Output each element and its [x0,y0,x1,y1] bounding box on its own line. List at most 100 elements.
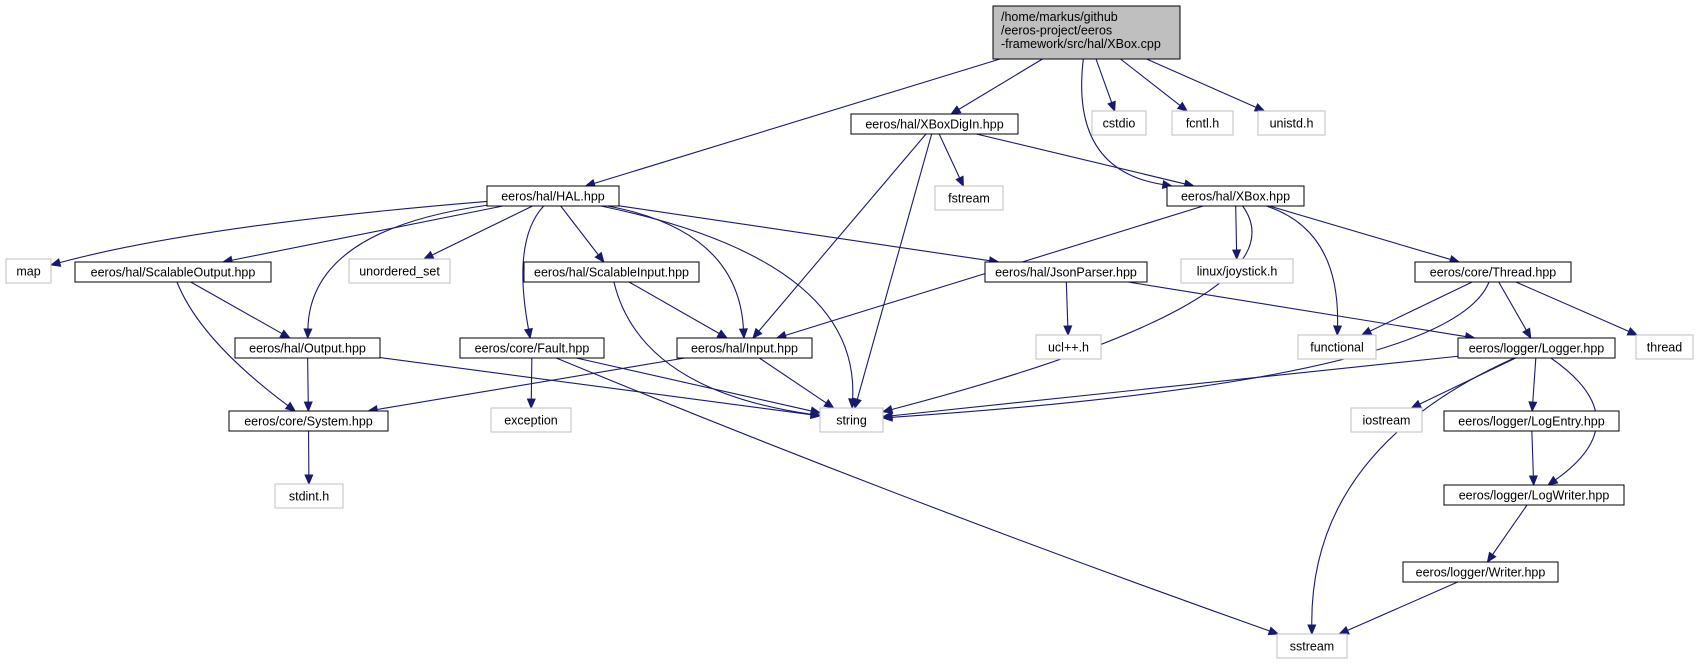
edges-layer [49,58,1639,636]
edge-fault-to-sstream [556,357,1270,632]
node-iostream: iostream [1350,407,1423,433]
node-label-map: map [16,265,40,279]
edge-output-to-string [379,357,812,416]
arrowhead-fault-to-sstream [1267,626,1280,636]
node-output[interactable]: eeros/hal/Output.hpp [234,337,381,359]
arrowhead-logentry-to-logwriter [1528,475,1538,487]
edge-root-to-cstdio [1095,58,1113,103]
node-logentry[interactable]: eeros/logger/LogEntry.hpp [1443,410,1620,432]
arrowhead-hal-to-scalableinput [594,251,605,264]
edge-fault-to-exception [530,357,533,400]
arrowhead-thread_hpp-to-logger [1522,327,1532,340]
node-label-scalableoutput: eeros/hal/ScalableOutput.hpp [91,266,256,280]
edge-writer-to-sstream [1347,581,1458,631]
node-xbox[interactable]: eeros/hal/XBox.hpp [1166,185,1305,207]
node-logwriter[interactable]: eeros/logger/LogWriter.hpp [1443,484,1625,506]
arrowhead-thread_hpp-to-thread [1626,327,1639,336]
arrowhead-hal-to-unordered_set [422,250,435,260]
node-label-fault: eeros/core/Fault.hpp [475,342,590,356]
arrowhead-root-to-xboxdigin [950,105,962,115]
node-label-logger: eeros/logger/Logger.hpp [1469,342,1605,356]
node-fcntl: fcntl.h [1171,110,1234,136]
node-box-logentry [1443,410,1620,432]
node-scalableoutput[interactable]: eeros/hal/ScalableOutput.hpp [74,261,272,283]
node-box-xbox [1166,185,1305,207]
node-jsonparser[interactable]: eeros/hal/JsonParser.hpp [984,261,1148,283]
edge-thread_hpp-to-string [891,281,1490,418]
node-label-writer: eeros/logger/Writer.hpp [1416,566,1546,580]
node-stdint: stdint.h [274,483,344,509]
arrowhead-xbox-to-string [881,404,894,414]
node-writer[interactable]: eeros/logger/Writer.hpp [1402,561,1559,583]
node-label-functional: functional [1310,341,1364,355]
edge-input-to-system [377,357,685,411]
node-fstream: fstream [934,185,1004,211]
arrowhead-system-to-stdint [304,474,314,486]
edge-scalableoutput-to-system [176,281,289,407]
node-box-string [819,407,884,433]
node-unordered_set: unordered_set [348,258,451,284]
node-fault[interactable]: eeros/core/Fault.hpp [459,337,605,359]
node-scalableinput[interactable]: eeros/hal/ScalableInput.hpp [523,261,700,283]
node-input[interactable]: eeros/hal/Input.hpp [676,337,813,359]
node-root[interactable]: /home/markus/github/eeros-project/eeros-… [992,5,1181,60]
edge-scalableinput-to-string [613,281,812,415]
edge-xbox-to-string [891,205,1253,411]
node-label-xbox: eeros/hal/XBox.hpp [1181,190,1290,204]
edge-thread_hpp-to-logger [1498,281,1527,331]
node-box-fault [459,337,605,359]
node-thread_hpp[interactable]: eeros/core/Thread.hpp [1414,261,1572,283]
node-logger[interactable]: eeros/logger/Logger.hpp [1457,337,1616,359]
arrowhead-xboxdigin-to-input [752,327,763,339]
node-map: map [5,258,52,284]
node-box-thread [1635,334,1694,360]
arrowhead-logwriter-to-writer [1486,551,1497,564]
edge-output-to-system [307,357,309,403]
edge-xbox-to-joystick [1235,205,1238,251]
edge-logentry-to-logwriter [1531,430,1534,477]
node-hal[interactable]: eeros/hal/HAL.hpp [486,185,620,207]
edge-xbox-to-functional [1266,205,1339,327]
node-box-root [992,5,1181,60]
arrowhead-thread_hpp-to-functional [1360,326,1373,336]
arrowhead-xbox-to-joystick [1232,249,1242,261]
node-label-sstream: sstream [1290,640,1334,654]
node-label-stdint: stdint.h [289,490,329,504]
node-label-input: eeros/hal/Input.hpp [691,342,798,356]
node-joystick: linux/joystick.h [1180,258,1294,284]
edge-thread_hpp-to-thread [1515,281,1630,332]
node-box-scalableinput [523,261,700,283]
node-box-jsonparser [984,261,1148,283]
arrowhead-root-to-fcntl [1176,101,1189,112]
node-system[interactable]: eeros/core/System.hpp [228,410,389,432]
arrowhead-scalableoutput-to-system [284,401,297,412]
arrowhead-hal-to-fault [523,327,533,340]
edge-root-to-unistd [1146,58,1257,108]
edge-root-to-fcntl [1120,58,1181,106]
node-box-logger [1457,337,1616,359]
node-label-root-line-1: /eeros-project/eeros [1001,24,1112,38]
node-label-exception: exception [504,414,558,428]
node-box-joystick [1180,258,1294,284]
edge-fault-to-string [576,357,812,412]
edge-root-to-hal [594,58,1001,184]
arrowhead-fault-to-exception [526,398,536,410]
node-box-uclpp [1035,334,1102,360]
node-cstdio: cstdio [1091,110,1147,136]
edge-jsonparser-to-logger [1127,281,1466,338]
node-xboxdigin[interactable]: eeros/hal/XBoxDigIn.hpp [850,113,1019,135]
node-label-logentry: eeros/logger/LogEntry.hpp [1458,415,1604,429]
arrowhead-logger-to-iostream [1410,399,1423,409]
node-exception: exception [490,407,572,433]
arrowhead-jsonparser-to-uclpp [1063,325,1073,337]
arrowhead-xbox-to-functional [1332,325,1343,337]
edge-root-to-xbox [1081,58,1164,186]
node-box-scalableoutput [74,261,272,283]
node-unistd: unistd.h [1257,110,1326,136]
arrowhead-logger-to-logwriter [1547,475,1559,486]
node-box-writer [1402,561,1559,583]
node-label-logwriter: eeros/logger/LogWriter.hpp [1459,489,1610,503]
node-box-unordered_set [348,258,451,284]
